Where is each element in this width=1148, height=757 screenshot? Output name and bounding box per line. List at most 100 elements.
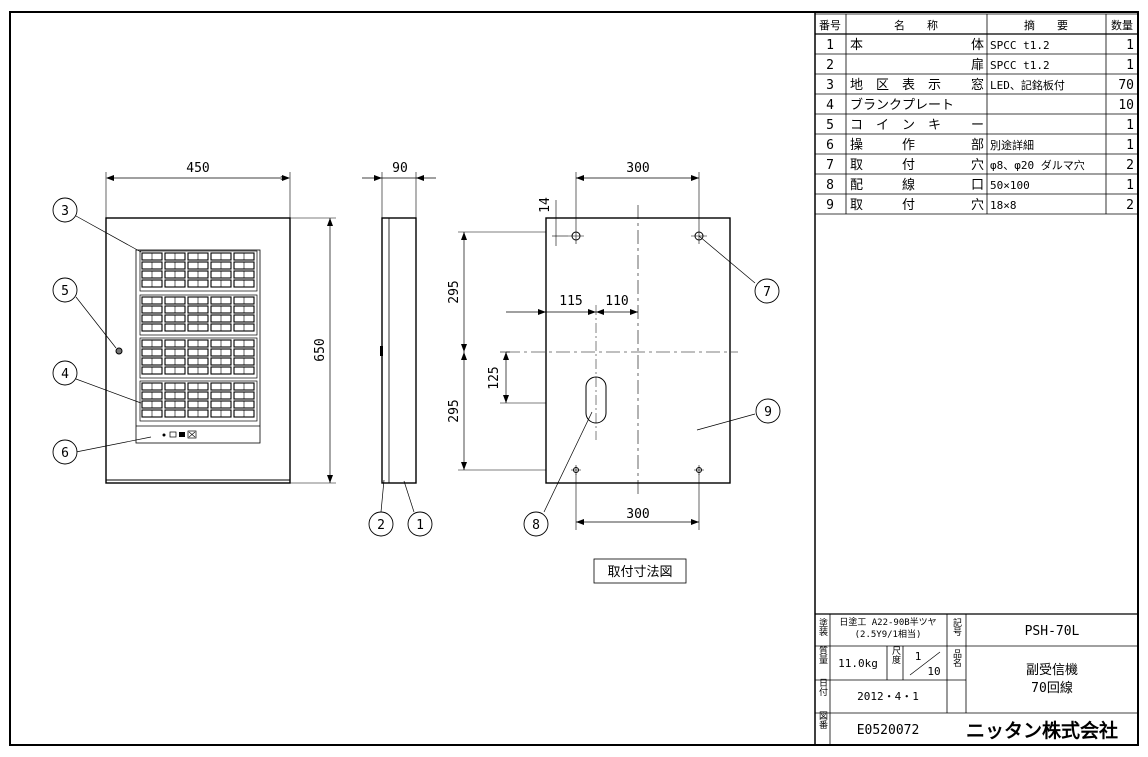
scale-numerator: 1 (915, 650, 922, 663)
callout-circle (755, 398, 781, 424)
callout-circle (52, 360, 78, 386)
callout-number: 3 (61, 204, 69, 219)
callout-number: 1 (416, 518, 424, 533)
part-quantity: 1 (1126, 38, 1134, 53)
drawing-number-label: 図番 (817, 711, 828, 729)
mass-value: 11.0kg (838, 657, 878, 670)
part-spec: LED、記銘板付 (990, 78, 1065, 92)
model-number: PSH-70L (1025, 624, 1080, 639)
title-block (815, 613, 1138, 745)
company-name: ニッタン株式会社 (966, 719, 1118, 742)
door-window (135, 249, 261, 444)
part-spec: SPCC t1.2 (990, 59, 1050, 72)
part-quantity: 1 (1126, 178, 1134, 193)
record-label: 記号 (951, 617, 962, 637)
dim-wiring-right: 110 (605, 294, 628, 309)
callout-number: 6 (61, 446, 69, 461)
dim-front-height: 650 (313, 338, 328, 361)
drawing-caption: 取付寸法図 (607, 565, 672, 580)
part-name: 取 付 (850, 158, 915, 173)
parts-table-header: 名 称 (894, 18, 938, 32)
dim-hole-pitch-top: 300 (626, 161, 649, 176)
part-name-suffix: ー (971, 118, 984, 133)
coating-label: 塗装 (817, 617, 828, 637)
dim-wiring-slot: 125 (487, 366, 502, 389)
dim-wiring-left: 115 (559, 294, 582, 309)
part-spec: 別途詳細 (990, 138, 1034, 152)
part-spec: φ8、φ20 ダルマ穴 (990, 158, 1085, 172)
callout-circle (368, 511, 394, 537)
part-quantity: 10 (1118, 98, 1134, 113)
part-quantity: 70 (1118, 78, 1134, 93)
part-quantity: 1 (1126, 138, 1134, 153)
part-name-suffix: 穴 (971, 198, 984, 213)
wiring-slot (585, 376, 607, 424)
zone-display-windows (139, 250, 258, 422)
dim-front-width: 450 (186, 161, 209, 176)
part-number: 9 (826, 198, 834, 213)
part-name: 取 付 (850, 198, 915, 213)
side-view: 90 (362, 161, 436, 484)
dim-hole-pitch-bottom: 300 (626, 507, 649, 522)
dim-lower-half: 295 (447, 399, 462, 422)
part-spec: 18×8 (990, 199, 1017, 212)
scale-label: 尺度 (890, 646, 901, 665)
part-spec: SPCC t1.2 (990, 39, 1050, 52)
mounting-hole-top-left (568, 228, 584, 244)
callout-number: 9 (764, 405, 772, 420)
product-label: 品名 (951, 649, 962, 668)
callout-number: 5 (61, 284, 69, 299)
part-name: 配 線 (850, 177, 915, 193)
part-number: 1 (826, 38, 834, 53)
part-quantity: 2 (1126, 198, 1134, 213)
part-name: 本 (850, 38, 863, 53)
callout-number: 2 (377, 518, 385, 533)
coating-value-2: (2.5Y9/1相当) (855, 628, 922, 640)
part-number: 6 (826, 138, 834, 153)
title-block-text: 塗装 日塗工 A22-90B半ツヤ (2.5Y9/1相当) 記号 PSH-70L… (817, 616, 1118, 742)
product-name-2: 70回線 (1031, 680, 1073, 696)
parts-table-header: 数量 (1111, 19, 1133, 32)
drawing-number: E0520072 (857, 723, 920, 738)
callout-number: 4 (61, 367, 69, 382)
callout-leaders (75, 215, 756, 513)
part-name: コ イ ン キ (850, 118, 941, 133)
date-value: 2012・4・1 (857, 690, 919, 703)
product-name-1: 副受信機 (1026, 663, 1078, 678)
callout-circle (52, 277, 78, 303)
callout-circle (523, 511, 549, 537)
front-view: 450 650 (105, 161, 336, 484)
part-name-suffix: 扉 (971, 57, 984, 73)
callout-circle (407, 511, 433, 537)
coating-value-1: 日塗工 A22-90B半ツヤ (839, 616, 936, 628)
parts-table-header: 摘 要 (1024, 18, 1068, 32)
dim-upper-half: 295 (447, 280, 462, 303)
part-name: 地 区 表 示 (850, 78, 941, 93)
mounting-view: 300 14 295 295 115 110 125 300 (447, 161, 738, 530)
part-number: 8 (826, 178, 834, 193)
callout-number: 8 (532, 518, 540, 533)
mounting-hole-bottom-right (694, 465, 704, 475)
part-name-suffix: 穴 (971, 158, 984, 173)
operation-panel (162, 430, 197, 439)
part-name-suffix: 窓 (971, 77, 984, 93)
side-body (381, 217, 417, 484)
part-number: 7 (826, 158, 834, 173)
callout-circle (52, 197, 78, 223)
part-name: 操 作 (850, 137, 915, 153)
part-number: 2 (826, 58, 834, 73)
part-quantity: 1 (1126, 58, 1134, 73)
sheet-border (9, 11, 1139, 746)
part-name-suffix: 体 (971, 38, 984, 53)
part-number: 4 (826, 98, 834, 113)
part-number: 5 (826, 118, 834, 133)
dim-side-depth: 90 (392, 161, 408, 176)
part-quantity: 2 (1126, 158, 1134, 173)
part-name-suffix: 口 (971, 178, 984, 193)
mass-label: 質量 (817, 645, 828, 664)
callout-circle (52, 439, 78, 465)
dim-hole-offset: 14 (538, 197, 553, 213)
callout-number: 7 (763, 285, 771, 300)
